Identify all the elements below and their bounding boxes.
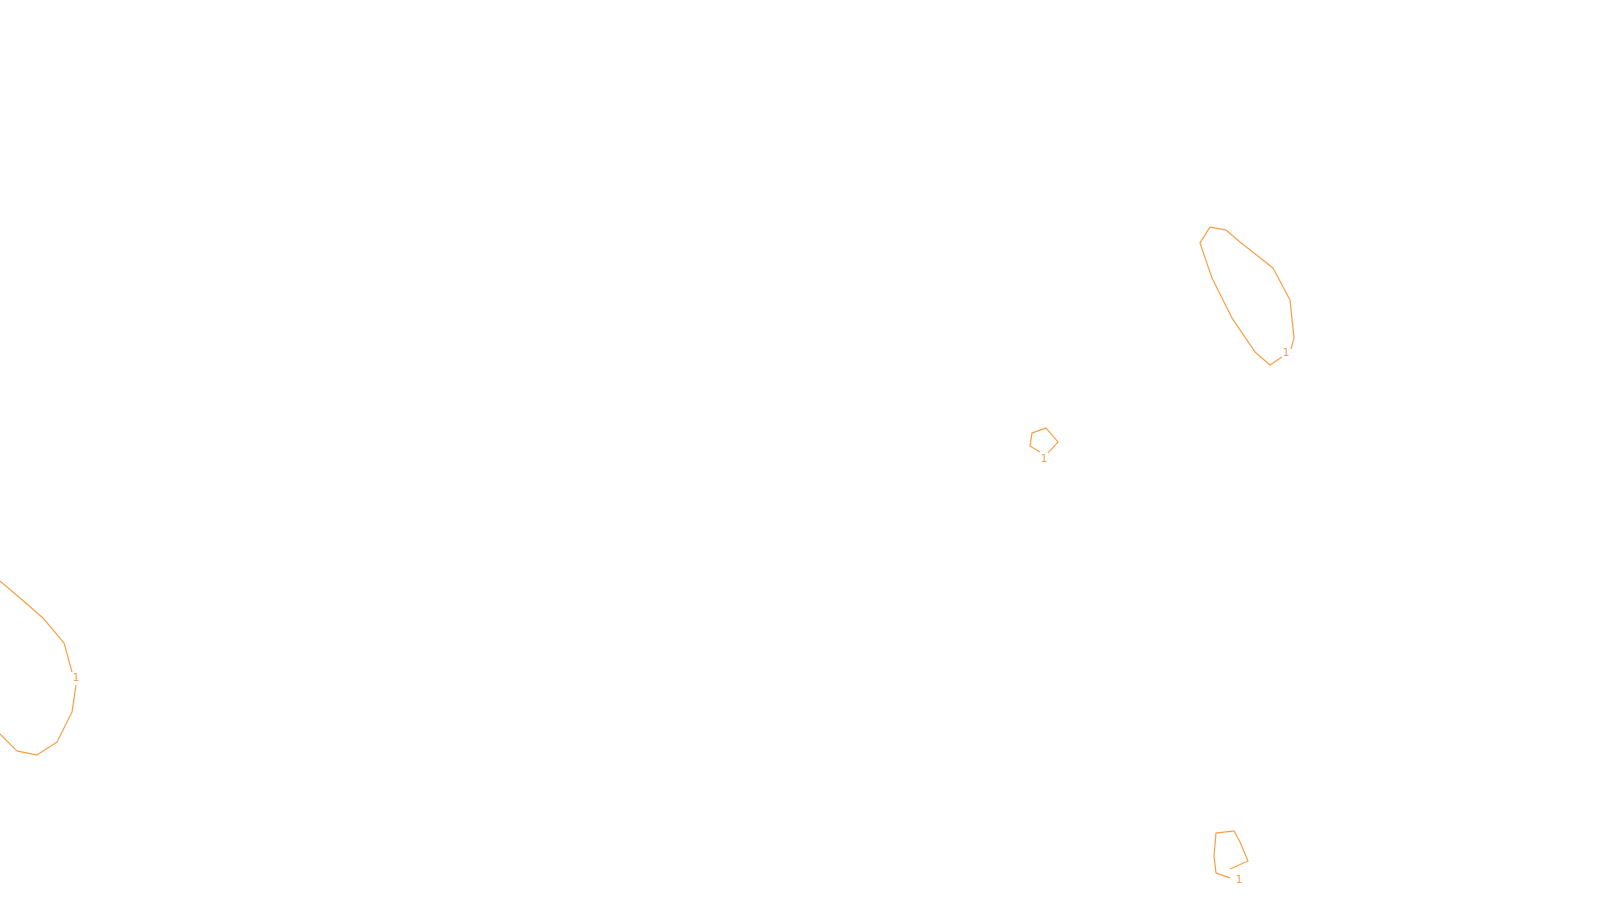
contour-bottom-right[interactable]: 1	[1213, 830, 1249, 886]
contour-center-small[interactable]: 1	[1029, 427, 1059, 465]
contour-left-edge[interactable]: 1	[0, 580, 80, 756]
contour-line[interactable]	[0, 684, 77, 756]
contour-line[interactable]	[1199, 226, 1283, 366]
contour-line[interactable]	[1213, 830, 1249, 879]
contour-label: 1	[1283, 346, 1290, 359]
contour-top-right[interactable]: 1	[1199, 226, 1295, 366]
contour-line[interactable]	[1239, 241, 1295, 350]
contour-line[interactable]	[1029, 427, 1059, 454]
contour-line[interactable]	[0, 580, 73, 673]
contour-label: 1	[1041, 452, 1048, 465]
contour-label: 1	[1236, 873, 1243, 886]
contour-label: 1	[73, 671, 80, 684]
